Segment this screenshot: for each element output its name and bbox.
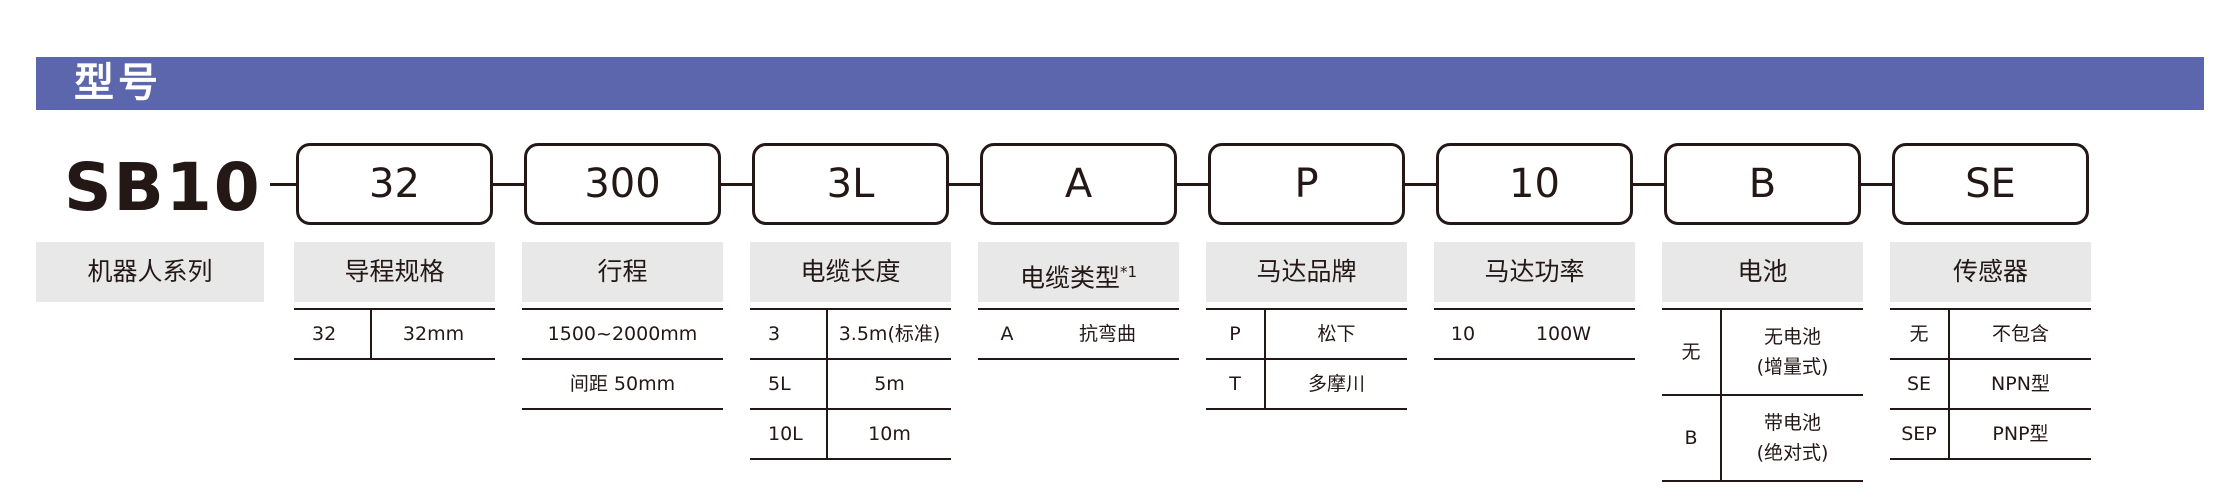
option-value: 5m — [827, 358, 951, 410]
option-value: 32mm — [371, 308, 495, 360]
connector-line — [493, 183, 524, 186]
option-value: 1500~2000mm — [522, 308, 723, 360]
option-value: 不包含 — [1949, 308, 2091, 360]
connector-line — [949, 183, 980, 186]
option-value: PNP型 — [1949, 408, 2091, 460]
table-row: 10L 10m — [750, 408, 951, 460]
option-table: P 松下 T 多摩川 — [1206, 308, 1407, 410]
option-value: 无电池 (增量式) — [1721, 308, 1863, 396]
banner-title: 型号 — [74, 60, 162, 106]
table-row: 无 无电池 (增量式) — [1662, 308, 1863, 396]
option-table: 3 3.5m(标准) 5L 5m 10L 10m — [750, 308, 951, 460]
code-box-cable-type: A — [980, 143, 1177, 225]
option-key: T — [1206, 358, 1266, 410]
series-label: 机器人系列 — [36, 242, 264, 302]
option-table: A 抗弯曲 — [978, 308, 1179, 360]
table-row: P 松下 — [1206, 308, 1407, 360]
option-key: A — [978, 308, 1036, 360]
option-table: 10 100W — [1434, 308, 1635, 360]
option-key: 3 — [750, 308, 828, 360]
column-header: 电缆类型*1 — [978, 242, 1179, 302]
option-key: 无 — [1890, 308, 1950, 360]
connector-line — [1177, 183, 1208, 186]
table-row: 间距 50mm — [522, 358, 723, 410]
option-value: 3.5m(标准) — [827, 308, 951, 360]
option-key: 32 — [294, 308, 372, 360]
option-value-line2: (增量式) — [1756, 356, 1829, 378]
option-key: 10 — [1434, 308, 1492, 360]
connector-line — [721, 183, 752, 186]
option-value: 100W — [1492, 308, 1635, 360]
table-row: 无 不包含 — [1890, 308, 2091, 360]
option-key: SEP — [1890, 408, 1950, 460]
option-value: 带电池 (绝对式) — [1721, 394, 1863, 482]
column-header: 行程 — [522, 242, 723, 302]
table-row: 1500~2000mm — [522, 308, 723, 360]
option-key: 5L — [750, 358, 828, 410]
connector-line — [270, 183, 296, 186]
option-table: 32 32mm — [294, 308, 495, 360]
option-value: 间距 50mm — [522, 358, 723, 410]
option-value: 多摩川 — [1265, 358, 1407, 410]
option-key: P — [1206, 308, 1266, 360]
option-table: 无 不包含 SE NPN型 SEP PNP型 — [1890, 308, 2091, 460]
option-key: SE — [1890, 358, 1950, 410]
table-row: B 带电池 (绝对式) — [1662, 394, 1863, 482]
table-row: SEP PNP型 — [1890, 408, 2091, 460]
code-box-battery: B — [1664, 143, 1861, 225]
table-row: 5L 5m — [750, 358, 951, 410]
option-value-line2: (绝对式) — [1756, 442, 1829, 464]
code-box-sensor: SE — [1892, 143, 2089, 225]
code-box-motor-brand: P — [1208, 143, 1405, 225]
table-row: 10 100W — [1434, 308, 1635, 360]
model-name: SB10 — [64, 149, 262, 226]
option-key: 10L — [750, 408, 828, 460]
code-box-lead: 32 — [296, 143, 493, 225]
option-value: 10m — [827, 408, 951, 460]
code-box-stroke: 300 — [524, 143, 721, 225]
option-value-line1: 带电池 — [1763, 412, 1821, 434]
column-lead: 导程规格 32 32mm — [294, 242, 495, 360]
table-row: 3 3.5m(标准) — [750, 308, 951, 360]
option-table: 无 无电池 (增量式) B 带电池 (绝对式) — [1662, 308, 1863, 482]
table-row: SE NPN型 — [1890, 358, 2091, 410]
table-row: T 多摩川 — [1206, 358, 1407, 410]
column-battery: 电池 无 无电池 (增量式) B 带电池 (绝对式) — [1662, 242, 1863, 482]
column-motor-brand: 马达品牌 P 松下 T 多摩川 — [1206, 242, 1407, 410]
option-value: NPN型 — [1949, 358, 2091, 410]
option-key: B — [1662, 394, 1722, 482]
column-sensor: 传感器 无 不包含 SE NPN型 SEP PNP型 — [1890, 242, 2091, 460]
connector-line — [1861, 183, 1892, 186]
connector-line — [1405, 183, 1436, 186]
column-header: 导程规格 — [294, 242, 495, 302]
column-motor-power: 马达功率 10 100W — [1434, 242, 1635, 360]
column-header: 传感器 — [1890, 242, 2091, 302]
connector-line — [1633, 183, 1664, 186]
column-cable-length: 电缆长度 3 3.5m(标准) 5L 5m 10L 10m — [750, 242, 951, 460]
footnote-marker: *1 — [1119, 263, 1138, 281]
title-banner: 型号 — [36, 57, 2204, 110]
code-box-motor-power: 10 — [1436, 143, 1633, 225]
column-header: 电缆长度 — [750, 242, 951, 302]
table-row: 32 32mm — [294, 308, 495, 360]
column-header: 电池 — [1662, 242, 1863, 302]
code-box-cable-length: 3L — [752, 143, 949, 225]
column-stroke: 行程 1500~2000mm 间距 50mm — [522, 242, 723, 410]
column-header: 马达功率 — [1434, 242, 1635, 302]
option-table: 1500~2000mm 间距 50mm — [522, 308, 723, 410]
table-row: A 抗弯曲 — [978, 308, 1179, 360]
option-value-line1: 无电池 — [1763, 326, 1821, 348]
column-cable-type: 电缆类型*1 A 抗弯曲 — [978, 242, 1179, 360]
option-value: 抗弯曲 — [1036, 308, 1179, 360]
option-value: 松下 — [1265, 308, 1407, 360]
option-key: 无 — [1662, 308, 1722, 396]
column-header: 马达品牌 — [1206, 242, 1407, 302]
